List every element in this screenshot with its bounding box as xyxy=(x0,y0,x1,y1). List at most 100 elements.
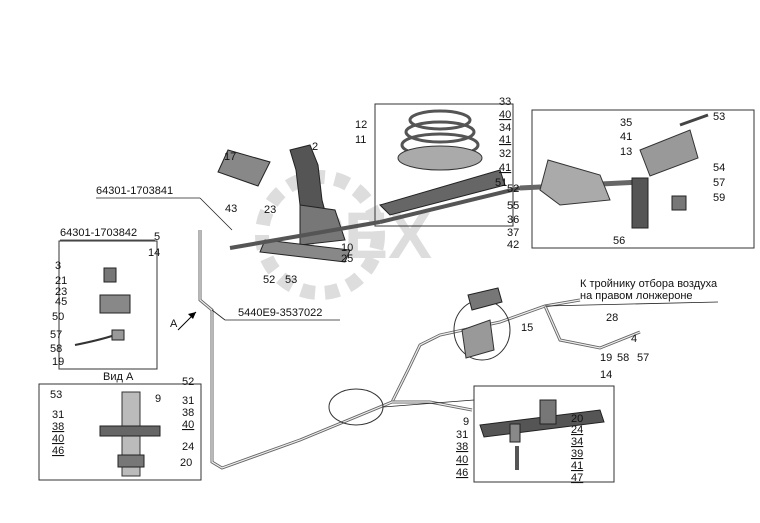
position-label-53: 53 xyxy=(50,389,62,401)
position-label-36: 36 xyxy=(507,214,519,226)
callout-ellipse-clamp xyxy=(328,388,384,426)
position-label-14: 14 xyxy=(148,247,160,259)
position-label-52: 52 xyxy=(507,183,519,195)
position-label-38: 38 xyxy=(456,441,468,453)
position-label-15: 15 xyxy=(521,322,533,334)
position-label-17: 17 xyxy=(224,151,236,163)
position-label-10: 10 xyxy=(341,242,353,254)
clamp-assembly xyxy=(479,399,605,470)
position-label-28: 28 xyxy=(606,312,618,324)
position-label-32: 32 xyxy=(499,148,511,160)
position-label-43: 43 xyxy=(225,203,237,215)
position-label-53: 53 xyxy=(713,111,725,123)
position-label-23: 23 xyxy=(264,204,276,216)
position-label-38: 38 xyxy=(52,421,64,433)
position-label-50: 50 xyxy=(52,311,64,323)
position-label-4: 4 xyxy=(631,333,637,345)
view-a-clamp xyxy=(99,391,161,477)
position-label-20: 20 xyxy=(571,413,583,425)
position-label-19: 19 xyxy=(52,356,64,368)
spring-boot xyxy=(379,109,506,216)
detail-box-view-a xyxy=(38,383,202,481)
position-label-40: 40 xyxy=(456,454,468,466)
position-label-24: 24 xyxy=(571,424,583,436)
detail-box-valve xyxy=(58,240,158,370)
part-number-1703841: 64301-1703841 xyxy=(96,185,173,197)
position-label-51: 51 xyxy=(495,177,507,189)
position-label-41: 41 xyxy=(499,162,511,174)
position-label-23: 23 xyxy=(55,286,67,298)
position-label-42: 42 xyxy=(507,239,519,251)
position-label-56: 56 xyxy=(613,235,625,247)
position-label-40: 40 xyxy=(182,419,194,431)
position-label-25: 25 xyxy=(341,253,353,265)
position-label-57: 57 xyxy=(637,352,649,364)
air-tee-note: К тройнику отбора воздуха на правом лонж… xyxy=(544,278,718,307)
position-label-9: 9 xyxy=(463,416,469,428)
plate-17 xyxy=(217,149,271,187)
position-label-39: 39 xyxy=(571,448,583,460)
position-label-21: 21 xyxy=(55,275,67,287)
position-label-5: 5 xyxy=(154,231,160,243)
position-label-3: 3 xyxy=(55,260,61,272)
position-label-46: 46 xyxy=(456,467,468,479)
position-label-57: 57 xyxy=(713,177,725,189)
position-label-38: 38 xyxy=(182,407,194,419)
rod-2 xyxy=(379,186,521,224)
position-label-52: 52 xyxy=(263,274,275,286)
position-label-34: 34 xyxy=(499,122,511,134)
position-label-59: 59 xyxy=(713,192,725,204)
detail-box-gearshift-lever xyxy=(531,109,755,249)
view-a-title: Вид А xyxy=(103,371,134,383)
position-label-57: 57 xyxy=(50,329,62,341)
position-label-13: 13 xyxy=(620,146,632,158)
callout-link-clamp xyxy=(382,399,475,408)
position-label-33: 33 xyxy=(499,96,511,108)
position-label-19: 19 xyxy=(600,352,612,364)
position-label-24: 24 xyxy=(182,441,194,453)
detail-box-clamp xyxy=(473,385,615,483)
position-label-12: 12 xyxy=(355,119,367,131)
position-label-55: 55 xyxy=(507,200,519,212)
position-label-35: 35 xyxy=(620,117,632,129)
position-label-31: 31 xyxy=(52,409,64,421)
position-label-31: 31 xyxy=(456,429,468,441)
detail-box-gearshift-top xyxy=(374,103,514,227)
note-line-1: К тройнику отбора воздуха xyxy=(580,278,718,290)
position-label-40: 40 xyxy=(52,433,64,445)
position-label-14: 14 xyxy=(600,369,612,381)
lever-assembly xyxy=(539,113,709,229)
note-line-2: на правом лонжероне xyxy=(580,290,693,302)
position-label-58: 58 xyxy=(617,352,629,364)
position-label-41: 41 xyxy=(620,131,632,143)
position-label-40: 40 xyxy=(499,109,511,121)
position-label-2: 2 xyxy=(312,141,318,153)
part-number-refs: 64301-1703841 64301-1703842 5440E9-35370… xyxy=(60,185,340,321)
view-a-arrow: A xyxy=(170,311,197,331)
valve xyxy=(74,267,131,346)
part-number-3537022: 5440E9-3537022 xyxy=(238,307,322,319)
position-label-54: 54 xyxy=(713,162,725,174)
position-label-52: 52 xyxy=(182,376,194,388)
rod-1 xyxy=(229,220,381,250)
position-label-47: 47 xyxy=(571,472,583,484)
position-label-41: 41 xyxy=(499,134,511,146)
svg-text:A: A xyxy=(170,318,178,330)
position-label-37: 37 xyxy=(507,227,519,239)
position-label-53: 53 xyxy=(285,274,297,286)
position-label-34: 34 xyxy=(571,436,583,448)
position-label-41: 41 xyxy=(571,460,583,472)
position-label-20: 20 xyxy=(180,457,192,469)
bracket-mount xyxy=(461,287,503,359)
position-label-46: 46 xyxy=(52,445,64,457)
position-label-58: 58 xyxy=(50,343,62,355)
position-label-31: 31 xyxy=(182,395,194,407)
position-label-11: 11 xyxy=(355,134,366,146)
position-label-45: 45 xyxy=(55,296,67,308)
